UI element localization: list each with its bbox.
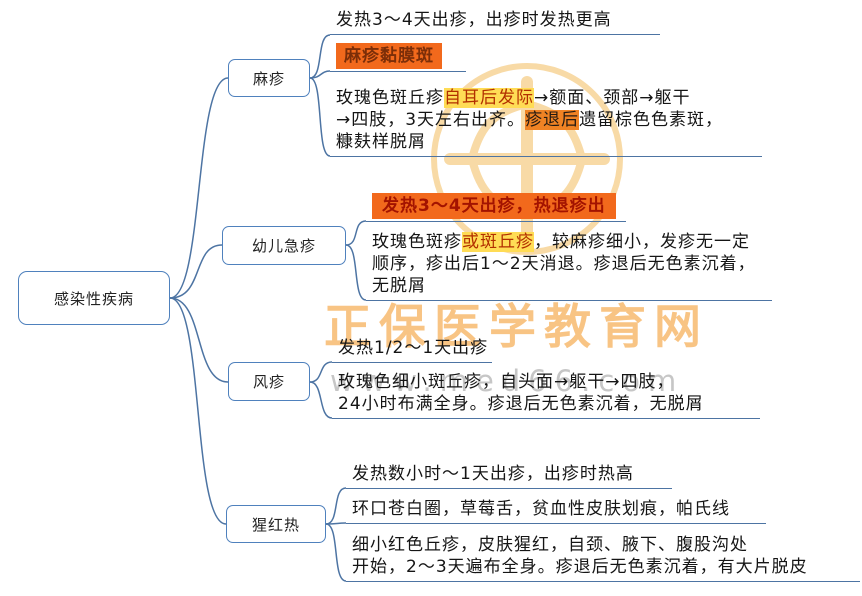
text-segment: 24小时布满全身。疹退后无色素沉着，无脱屑: [338, 394, 704, 414]
text-segment: 发热3～4天出疹，出疹时发热更高: [336, 10, 612, 30]
node-scarlet-fever: 猩红热: [226, 505, 326, 543]
text-segment: 环口苍白圈，草莓舌，贫血性皮肤划痕，帕氏线: [352, 499, 730, 519]
topic-roseola-rash: 玫瑰色斑疹或斑丘疹，较麻疹细小，发疹无一定 顺序，疹出后1～2天消退。疹退后无色…: [366, 230, 772, 301]
node-root-label: 感染性疾病: [53, 289, 134, 308]
topic-line: 糠麸样脱屑: [336, 131, 758, 153]
topic-line: 发热3～4天出疹，热退疹出: [372, 193, 622, 219]
node-rubella-label: 风疹: [252, 373, 285, 391]
topic-line: 细小红色丘疹，皮肤猩红，自颈、腋下、腹股沟处: [352, 534, 856, 556]
text-segment: →四肢，3天左右出齐。: [336, 110, 526, 130]
topic-line: 麻疹黏膜斑: [336, 43, 462, 69]
text-segment: 细小红色丘疹，皮肤猩红，自颈、腋下、腹股沟处: [352, 535, 748, 555]
text-segment: 开始，2～3天遍布全身。疹退后无色素沉着，有大片脱皮: [352, 557, 808, 577]
node-measles: 麻疹: [228, 59, 310, 97]
topic-rubella-fever: 发热1/2～1天出疹: [332, 336, 492, 363]
highlight-segment: 或斑丘疹: [462, 232, 534, 252]
text-segment: 玫瑰色斑丘疹: [336, 88, 444, 108]
node-root: 感染性疾病: [18, 271, 170, 325]
text-segment: 遗留棕色色素斑，: [579, 110, 724, 130]
node-measles-label: 麻疹: [252, 69, 285, 88]
node-scarlet-fever-label: 猩红热: [251, 515, 300, 534]
topic-line: 发热数小时～1天出疹，出疹时热高: [352, 463, 668, 485]
koplik-highlight-box: 麻疹黏膜斑: [336, 43, 442, 69]
text-segment: ，较麻疹细小，发疹无一定: [534, 232, 750, 252]
text-segment: 无脱屑: [372, 276, 426, 296]
topic-line: 玫瑰色斑丘疹自耳后发际→额面、颈部→躯干: [336, 87, 758, 109]
topic-line: →四肢，3天左右出齐。疹退后遗留棕色色素斑，: [336, 109, 758, 131]
node-rubella: 风疹: [228, 362, 310, 401]
topic-roseola-fever: 发热3～4天出疹，热退疹出: [366, 192, 626, 222]
text-segment: →额面、颈部→躯干: [534, 88, 691, 108]
roseola-highlight-box: 发热3～4天出疹，热退疹出: [372, 193, 616, 219]
topic-measles-rash: 玫瑰色斑丘疹自耳后发际→额面、颈部→躯干 →四肢，3天左右出齐。疹退后遗留棕色色…: [330, 86, 762, 157]
topic-scarlet-fever-onset: 发热数小时～1天出疹，出疹时热高: [346, 462, 672, 489]
text-segment: 糠麸样脱屑: [336, 132, 426, 152]
text-segment: 发热数小时～1天出疹，出疹时热高: [352, 464, 634, 484]
topic-line: 开始，2～3天遍布全身。疹退后无色素沉着，有大片脱皮: [352, 556, 856, 578]
topic-rubella-rash: 玫瑰色细小斑丘疹，自头面→躯干→四肢， 24小时布满全身。疹退后无色素沉着，无脱…: [332, 370, 760, 419]
topic-scarlet-fever-signs: 环口苍白圈，草莓舌，贫血性皮肤划痕，帕氏线: [346, 497, 766, 524]
topic-scarlet-fever-rash: 细小红色丘疹，皮肤猩红，自颈、腋下、腹股沟处 开始，2～3天遍布全身。疹退后无色…: [346, 533, 860, 582]
text-segment: 玫瑰色斑疹: [372, 232, 462, 252]
topic-line: 24小时布满全身。疹退后无色素沉着，无脱屑: [338, 393, 756, 415]
topic-line: 发热3～4天出疹，出疹时发热更高: [336, 9, 656, 31]
highlight-segment: 自耳后发际: [444, 88, 534, 108]
text-segment: 玫瑰色细小斑丘疹，自头面→躯干→四肢，: [338, 372, 675, 392]
text-segment: 顺序，疹出后1～2天消退。疹退后无色素沉着，: [372, 254, 756, 274]
topic-line: 玫瑰色斑疹或斑丘疹，较麻疹细小，发疹无一定: [372, 231, 768, 253]
node-roseola: 幼儿急疹: [222, 226, 346, 265]
topic-line: 无脱屑: [372, 275, 768, 297]
highlight-segment: 疹退后: [525, 110, 580, 130]
topic-line: 玫瑰色细小斑丘疹，自头面→躯干→四肢，: [338, 371, 756, 393]
text-segment: 发热1/2～1天出疹: [338, 338, 489, 358]
topic-measles-fever: 发热3～4天出疹，出疹时发热更高: [330, 8, 660, 35]
topic-line: 发热1/2～1天出疹: [338, 337, 488, 359]
topic-line: 环口苍白圈，草莓舌，贫血性皮肤划痕，帕氏线: [352, 498, 762, 520]
node-roseola-label: 幼儿急疹: [251, 237, 316, 255]
topic-line: 顺序，疹出后1～2天消退。疹退后无色素沉着，: [372, 253, 768, 275]
topic-measles-koplik-spots: 麻疹黏膜斑: [330, 42, 466, 72]
